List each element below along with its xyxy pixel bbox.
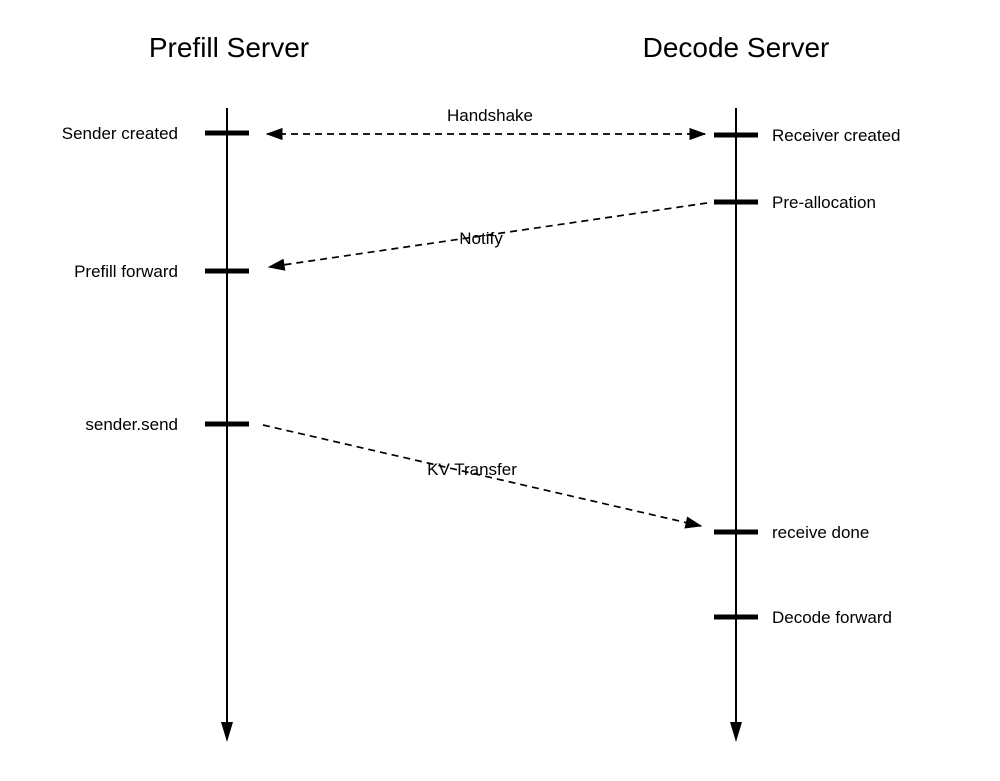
event-label-prefill-forward: Prefill forward (74, 262, 178, 281)
message-handshake-label: Handshake (447, 106, 533, 125)
event-label-receiver-created: Receiver created (772, 126, 901, 145)
event-label-decode-forward: Decode forward (772, 608, 892, 627)
prefill-lifeline (221, 108, 233, 742)
decode-lifeline (730, 108, 742, 742)
message-notify-label: Notify (459, 229, 503, 248)
event-label-receive-done: receive done (772, 523, 869, 542)
message-kv-transfer-arrow (262, 424, 703, 529)
prefill-lifeline-arrowhead-icon (221, 722, 233, 742)
event-label-sender-created: Sender created (62, 124, 178, 143)
message-kv-transfer-label: KV Transfer (427, 460, 517, 479)
actor-title-prefill-server: Prefill Server (149, 32, 309, 63)
message-notify-arrow (267, 202, 708, 271)
event-label-pre-allocation: Pre-allocation (772, 193, 876, 212)
decode-lifeline-arrowhead-icon (730, 722, 742, 742)
actor-title-decode-server: Decode Server (643, 32, 830, 63)
event-label-sender-send: sender.send (85, 415, 178, 434)
